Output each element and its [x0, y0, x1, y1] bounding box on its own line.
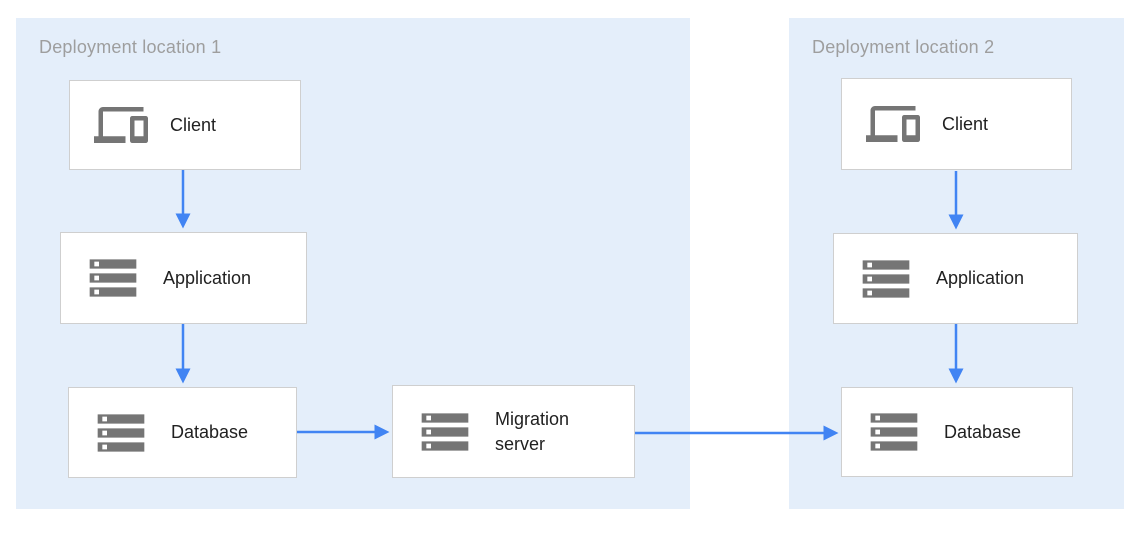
node-application-2: Application — [833, 233, 1078, 324]
node-label: Client — [942, 113, 989, 134]
node-database-1: Database — [68, 387, 297, 478]
node-client-2: Client — [841, 78, 1072, 170]
server-icon — [97, 413, 145, 452]
devices-icon — [866, 106, 920, 142]
server-icon — [421, 412, 469, 451]
region-title: Deployment location 1 — [39, 37, 222, 57]
node-client-1: Client — [69, 80, 301, 170]
region-title: Deployment location 2 — [812, 37, 995, 57]
node-label: Database — [944, 421, 1022, 442]
server-icon — [862, 259, 910, 298]
node-label: Migration server — [495, 409, 570, 454]
node-label: Application — [936, 268, 1025, 289]
server-icon — [89, 259, 137, 297]
devices-icon — [94, 107, 148, 143]
server-icon — [870, 413, 918, 451]
node-application-1: Application — [60, 232, 307, 324]
node-label: Client — [170, 114, 217, 135]
node-migration-server: Migration server — [392, 385, 635, 478]
node-database-2: Database — [841, 387, 1073, 477]
node-label: Application — [163, 267, 252, 288]
node-label: Database — [171, 422, 249, 443]
